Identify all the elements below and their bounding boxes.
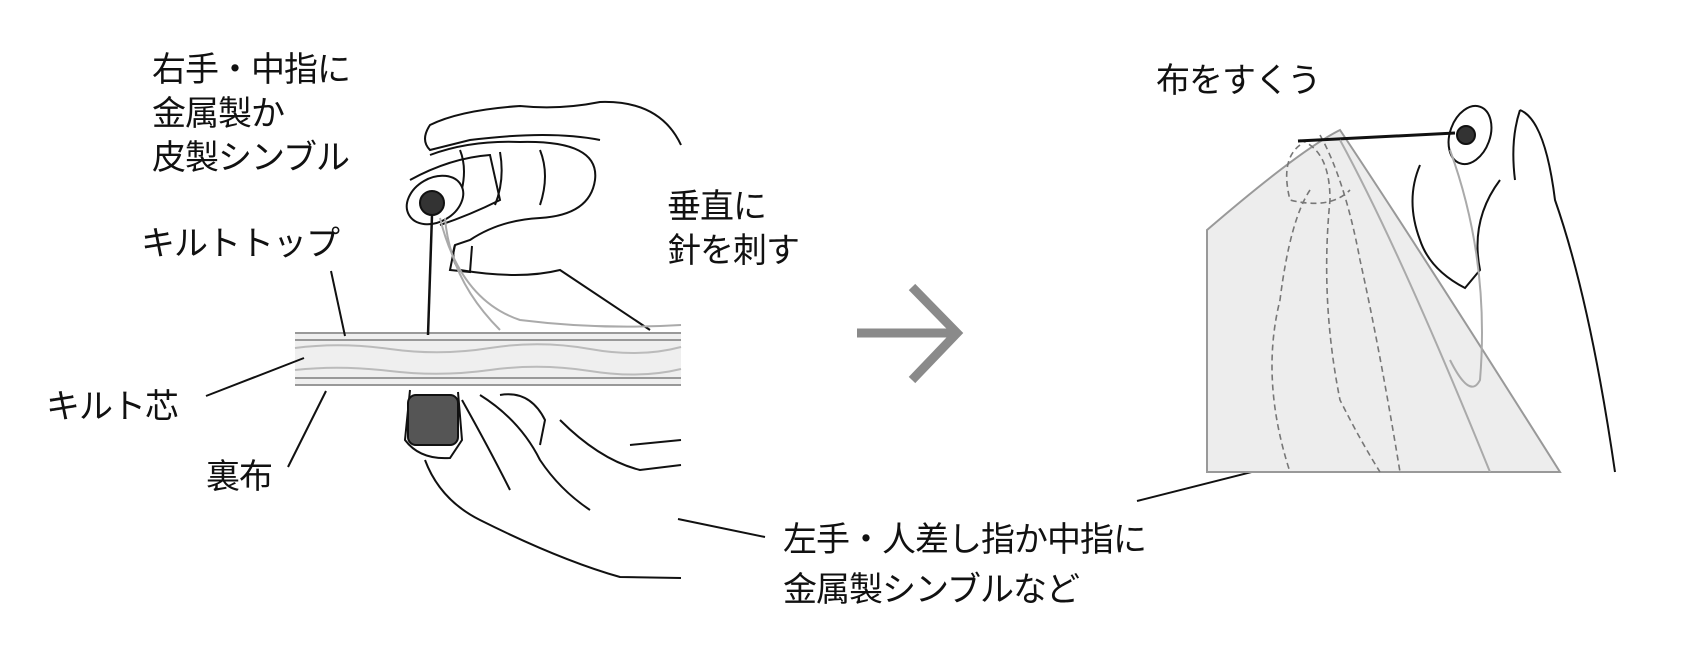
leader-lines bbox=[205, 270, 1316, 538]
label-line: 針を刺す bbox=[667, 231, 800, 271]
label-line: 右手・中指に bbox=[152, 50, 351, 90]
scoop-fabric-label: 布をすくう bbox=[1156, 61, 1321, 101]
label-line: 金属製か bbox=[152, 94, 285, 134]
quilt-top-label: キルトトップ bbox=[141, 224, 340, 264]
backing-label: 裏布 bbox=[206, 457, 273, 497]
batting-label: キルト芯 bbox=[46, 387, 179, 427]
label-line: 左手・人差し指か中指に bbox=[783, 520, 1147, 560]
right-hand-with-thimble bbox=[405, 100, 682, 336]
label-line: 皮製シンブル bbox=[152, 138, 350, 178]
scooping-fabric-illustration bbox=[1206, 104, 1616, 473]
arrow-right-icon bbox=[857, 283, 964, 384]
left-thimble-label: 左手・人差し指か中指に 金属製シンブルなど bbox=[783, 515, 1147, 615]
vertical-needle-label: 垂直に 針を刺す bbox=[667, 185, 800, 273]
right-thimble-label: 右手・中指に 金属製か 皮製シンブル bbox=[152, 48, 351, 180]
quilt-layers bbox=[294, 332, 682, 386]
left-hand-with-thimble bbox=[403, 389, 682, 579]
label-line: 垂直に bbox=[667, 187, 767, 227]
label-line: 金属製シンブルなど bbox=[783, 570, 1080, 610]
